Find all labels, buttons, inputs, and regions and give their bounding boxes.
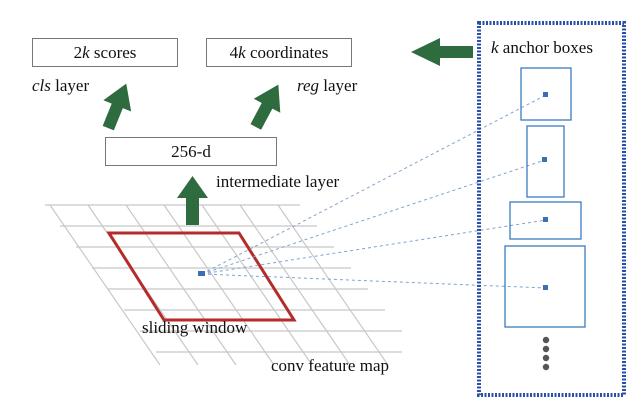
arrow-to-reg — [250, 84, 281, 130]
anchor-panel-k: k — [491, 38, 499, 57]
intermediate-dimension: 256-d — [171, 141, 211, 161]
conv-feature-map-label: conv feature map — [271, 356, 389, 375]
cls-scores-text: 2k scores — [74, 43, 137, 63]
cls-layer-name: cls — [32, 76, 51, 95]
window-center-point — [198, 271, 205, 276]
anchor-connectors — [201, 94, 547, 289]
sliding-window-label: sliding window — [142, 318, 248, 337]
reg-coordinates-k: k — [238, 42, 246, 62]
connector-anchor-3 — [201, 219, 547, 275]
anchor-panel-title: k anchor boxes — [491, 38, 593, 58]
cls-scores-k: k — [82, 42, 90, 62]
anchor-center-3 — [543, 217, 548, 222]
reg-coordinates-box: 4k coordinates — [206, 38, 352, 67]
arrow-from-anchors — [411, 38, 473, 66]
reg-layer-label: reg layer — [297, 76, 357, 96]
intermediate-layer-label: intermediate layer — [216, 172, 340, 191]
intermediate-256d-box: 256-d — [105, 137, 277, 166]
anchor-center-2 — [542, 157, 547, 162]
reg-layer-suffix: layer — [319, 76, 358, 95]
reg-coordinates-text: 4k coordinates — [230, 43, 329, 63]
anchor-boxes — [504, 67, 586, 328]
anchor-panel-border — [477, 21, 626, 397]
conv-feature-map-grid — [45, 204, 402, 366]
connector-anchor-2 — [201, 159, 546, 275]
anchor-centers — [542, 92, 548, 290]
more-anchors-ellipsis-icon — [542, 336, 550, 371]
anchor-box-1 — [520, 67, 572, 121]
cls-layer-label: cls layer — [32, 76, 89, 96]
arrow-to-intermediate — [177, 176, 208, 225]
reg-layer-name: reg — [297, 76, 320, 95]
anchor-box-3 — [509, 201, 582, 240]
anchor-center-1 — [543, 92, 548, 97]
sliding-window-frame — [106, 231, 297, 322]
anchor-box-4 — [504, 245, 586, 328]
cls-scores-box: 2k scores — [32, 38, 178, 67]
reg-coordinates-suffix: coordinates — [245, 42, 329, 62]
arrow-to-cls — [102, 83, 132, 131]
cls-scores-suffix: scores — [89, 42, 137, 62]
cls-layer-suffix: layer — [50, 76, 90, 95]
reg-coordinates-multiplier: 4 — [229, 42, 239, 62]
cls-scores-multiplier: 2 — [73, 42, 83, 62]
flow-arrows — [102, 38, 473, 225]
anchor-box-2 — [526, 125, 565, 198]
anchor-center-4 — [543, 285, 548, 290]
anchor-panel-title-text: anchor boxes — [498, 38, 593, 57]
connector-anchor-1 — [201, 94, 547, 275]
